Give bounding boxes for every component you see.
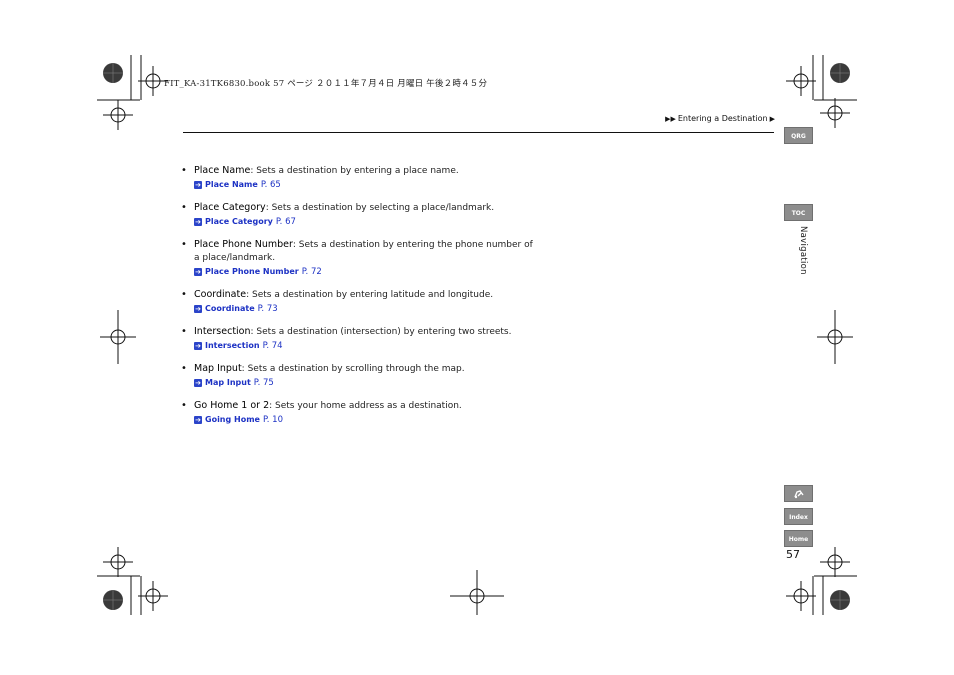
item-term: Intersection [194,326,251,337]
list-item: • Place Category: Sets a destination by … [181,201,541,228]
bullet: • [181,202,187,213]
item-description: : Sets your home address as a destinatio… [269,401,462,411]
car-icon-tab[interactable] [784,485,813,502]
item-term: Place Phone Number [194,239,293,250]
right-arrow-box-icon: ➔ [194,415,202,424]
item-description: : Sets a destination (intersection) by e… [250,327,512,337]
breadcrumb-label: Entering a Destination [677,114,768,123]
xref-label[interactable]: Map Input [205,378,251,387]
cross-reference-link[interactable]: ➔ Map Input P. 75 [194,376,541,389]
right-arrow-box-icon: ➔ [194,378,202,387]
xref-page[interactable]: P. 74 [262,340,283,351]
page-number: 57 [786,548,800,561]
xref-page[interactable]: P. 72 [301,266,322,277]
bullet: • [181,363,187,374]
car-icon [793,490,804,499]
list-item: • Go Home 1 or 2: Sets your home address… [181,399,541,426]
cross-reference-link[interactable]: ➔ Place Name P. 65 [194,178,541,191]
cross-reference-link[interactable]: ➔ Going Home P. 10 [194,413,541,426]
item-description: : Sets a destination by entering the pho… [194,240,533,263]
home-tab[interactable]: Home [784,530,813,547]
triangle-right-icon: ▶ [769,114,775,123]
toc-tab[interactable]: TOC [784,204,813,221]
bullet: • [181,239,187,250]
cross-reference-link[interactable]: ➔ Intersection P. 74 [194,339,541,352]
qrg-tab[interactable]: QRG [784,127,813,144]
item-term: Place Name [194,165,251,176]
xref-label[interactable]: Intersection [205,341,260,350]
right-arrow-box-icon: ➔ [194,341,202,350]
section-label: Navigation [798,226,808,275]
list-item: • Place Phone Number: Sets a destination… [181,238,541,278]
right-arrow-box-icon: ➔ [194,304,202,313]
list-item: • Coordinate: Sets a destination by ente… [181,288,541,315]
cross-reference-link[interactable]: ➔ Coordinate P. 73 [194,302,541,315]
index-tab[interactable]: Index [784,508,813,525]
triangle-right-icon: ▶▶ [665,114,676,123]
cross-reference-link[interactable]: ➔ Place Category P. 67 [194,215,541,228]
xref-page[interactable]: P. 10 [262,414,283,425]
right-arrow-box-icon: ➔ [194,267,202,276]
bullet: • [181,326,187,337]
right-arrow-box-icon: ➔ [194,180,202,189]
destination-list: • Place Name: Sets a destination by ente… [181,164,541,436]
list-item: • Place Name: Sets a destination by ente… [181,164,541,191]
xref-page[interactable]: P. 67 [275,216,296,227]
item-term: Coordinate [194,289,247,300]
item-description: : Sets a destination by selecting a plac… [265,203,495,213]
item-description: : Sets a destination by entering latitud… [246,290,494,300]
bullet: • [181,400,187,411]
xref-label[interactable]: Place Category [205,217,273,226]
breadcrumb: ▶▶ Entering a Destination ▶ [665,114,775,123]
item-description: : Sets a destination by entering a place… [250,166,459,176]
print-info-line: FIT_KA-31TK6830.book 57 ページ ２０１１年７月４日 月曜… [164,79,488,89]
bullet: • [181,165,187,176]
bullet: • [181,289,187,300]
list-item: • Intersection: Sets a destination (inte… [181,325,541,352]
xref-label[interactable]: Place Phone Number [205,267,299,276]
item-term: Place Category [194,202,266,213]
cross-reference-link[interactable]: ➔ Place Phone Number P. 72 [194,265,541,278]
right-arrow-box-icon: ➔ [194,217,202,226]
xref-label[interactable]: Coordinate [205,304,255,313]
item-term: Go Home 1 or 2 [194,400,270,411]
xref-page[interactable]: P. 65 [260,179,281,190]
xref-label[interactable]: Place Name [205,180,258,189]
header-rule [183,132,774,133]
xref-page[interactable]: P. 73 [257,303,278,314]
xref-page[interactable]: P. 75 [253,377,274,388]
xref-label[interactable]: Going Home [205,415,260,424]
item-term: Map Input [194,363,242,374]
item-description: : Sets a destination by scrolling throug… [241,364,465,374]
list-item: • Map Input: Sets a destination by scrol… [181,362,541,389]
